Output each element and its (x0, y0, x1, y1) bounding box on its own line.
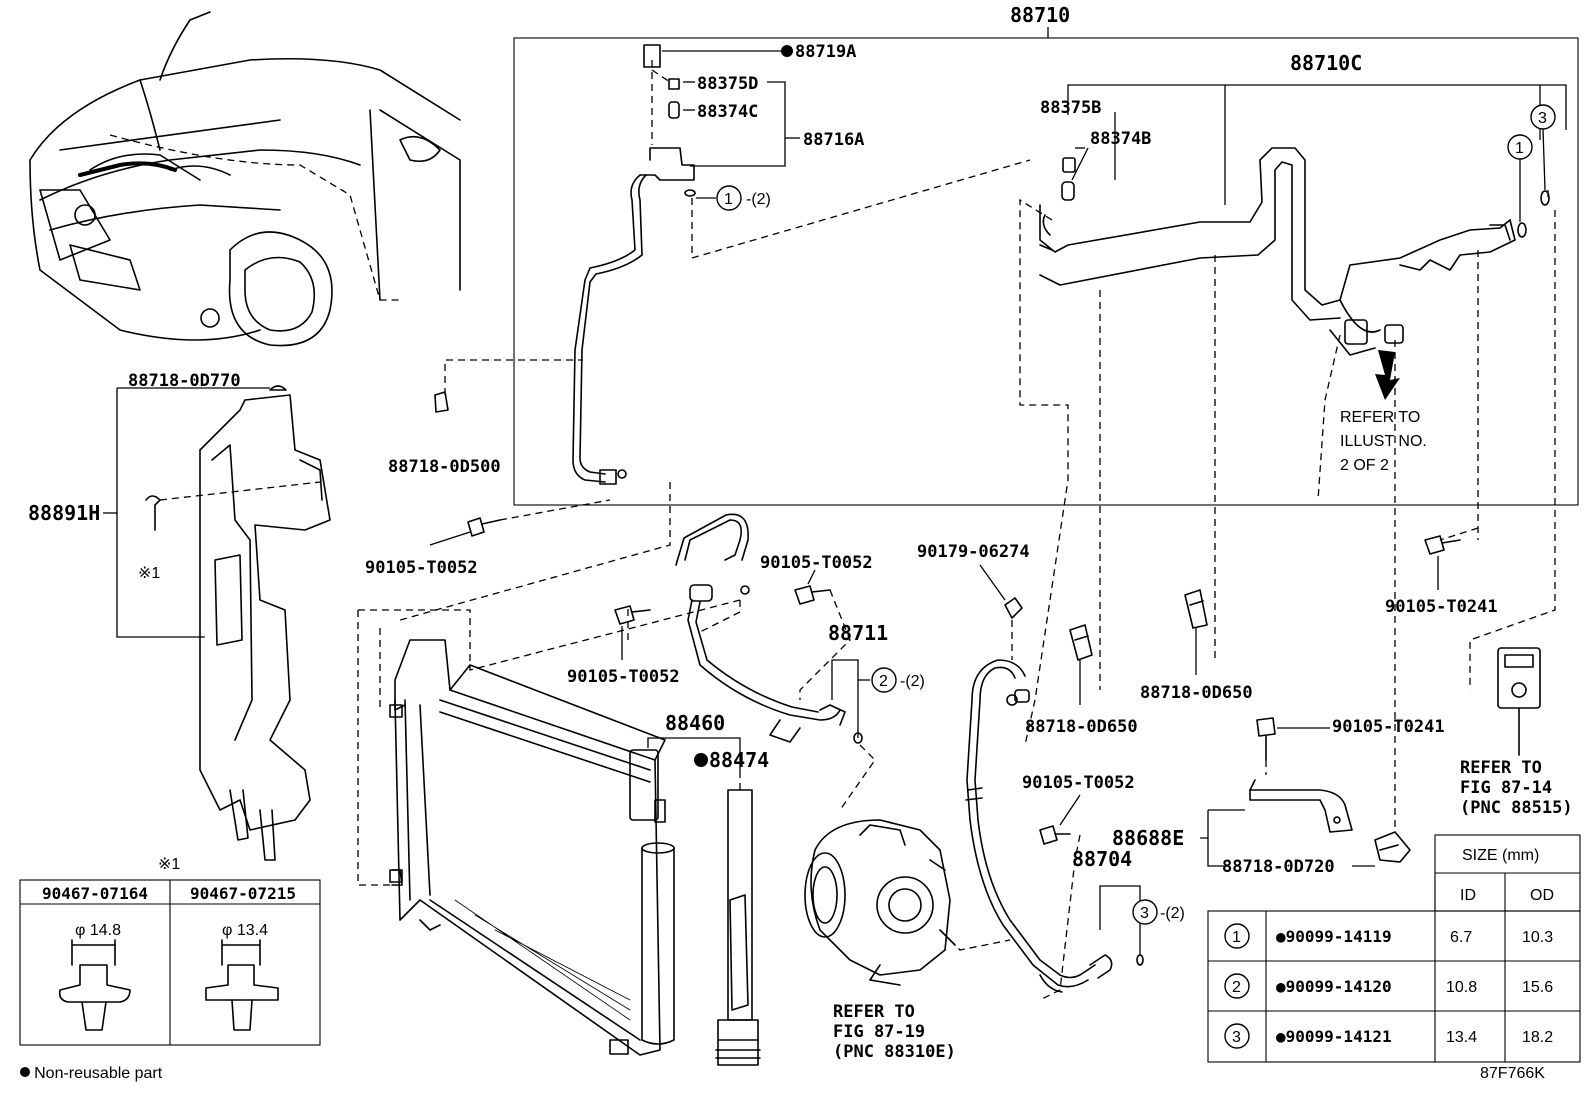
label-88710[interactable]: 88710 (1010, 3, 1070, 27)
label-90105-T0241-a[interactable]: 90105-T0241 (1332, 717, 1445, 737)
label-90105-T0052-c[interactable]: 90105-T0052 (567, 667, 680, 687)
assembly-88710-frame (513, 37, 1579, 506)
clip-90467-07215-icon (205, 939, 279, 1031)
diagram-code: 87F766K (1480, 1065, 1545, 1082)
clip-dim-13-4: φ 13.4 (222, 922, 268, 939)
label-90179-06274[interactable]: 90179-06274 (917, 542, 1030, 562)
label-88374C[interactable]: 88374C (697, 102, 758, 122)
label-88718-0D770[interactable]: 88718-0D770 (128, 371, 241, 391)
clip-dim-14-8: φ 14.8 (75, 922, 121, 939)
ring-3-qty: -(2) (1160, 905, 1185, 922)
label-90105-T0052-a[interactable]: 90105-T0052 (365, 558, 478, 578)
size-table-title: SIZE (mm) (1462, 847, 1539, 864)
label-88711[interactable]: 88711 (828, 621, 888, 645)
ring-3-marker: 3 (1140, 905, 1149, 922)
vehicle-front-illustration (29, 11, 461, 347)
refer-illust-line3: 2 OF 2 (1340, 457, 1389, 474)
label-88718-0D500[interactable]: 88718-0D500 (388, 457, 501, 477)
size-row-1-id: 6.7 (1450, 929, 1472, 946)
size-row-2-od: 15.6 (1522, 979, 1553, 996)
label-88718-0D720[interactable]: 88718-0D720 (1222, 857, 1335, 877)
label-90105-T0052-d[interactable]: 90105-T0052 (1022, 773, 1135, 793)
clip-part-90467-07164[interactable]: 90467-07164 (42, 884, 148, 903)
label-88891H[interactable]: 88891H (28, 501, 100, 525)
refer-illust-line2: ILLUST NO. (1340, 433, 1427, 450)
clip-88718-0d720[interactable] (1374, 831, 1411, 863)
drier-88474[interactable] (715, 789, 761, 1066)
refer-fig-8714-line1: REFER TO (1460, 758, 1542, 778)
refer-fig-8714-line2: FIG 87-14 (1460, 778, 1552, 798)
refer-illust-line1: REFER TO (1340, 409, 1420, 426)
clip-part-90467-07215[interactable]: 90467-07215 (190, 884, 296, 903)
bolt-90105-t0241-b[interactable] (1424, 535, 1461, 555)
size-row-1-part[interactable]: ●90099-14119 (1276, 927, 1392, 946)
size-table-col-od: OD (1530, 887, 1554, 904)
label-88474[interactable]: 88474 (709, 748, 769, 772)
size-row-3-id: 13.4 (1446, 1029, 1477, 1046)
air-duct-88891h[interactable] (199, 394, 331, 861)
suction-pipe-88716a[interactable] (572, 44, 696, 485)
bolt-90105-t0052-a[interactable] (467, 517, 501, 537)
label-88718-0D650-b[interactable]: 88718-0D650 (1140, 683, 1253, 703)
label-88716A[interactable]: 88716A (803, 130, 864, 150)
nut-90179-06274[interactable] (1004, 597, 1023, 619)
label-88718-0D650-a[interactable]: 88718-0D650 (1025, 717, 1138, 737)
ring-1-marker: 1 (724, 191, 733, 208)
clip-88718-0d650-a[interactable] (1069, 624, 1093, 661)
label-88704[interactable]: 88704 (1072, 847, 1132, 871)
size-row-3-part[interactable]: ●90099-14121 (1276, 1027, 1392, 1046)
suction-hose-88704[interactable] (965, 659, 1144, 993)
legend-non-reusable: ● Non-reusable part (20, 1065, 163, 1082)
clip-mark-1: ※1 (138, 565, 160, 582)
label-88374B[interactable]: 88374B (1090, 129, 1151, 149)
size-row-2-id: 10.8 (1446, 979, 1477, 996)
size-row-1-num: 1 (1232, 929, 1241, 946)
label-88710C[interactable]: 88710C (1290, 51, 1362, 75)
label-88375D[interactable]: 88375D (697, 74, 758, 94)
clip-88718-0d650-b[interactable] (1184, 589, 1208, 629)
bolt-90105-t0052-b[interactable] (794, 585, 831, 605)
size-row-3-od: 18.2 (1522, 1029, 1553, 1046)
clip-90467-07164-icon (58, 939, 131, 1031)
clip-table-mark: ※1 (158, 856, 180, 873)
label-88688E[interactable]: 88688E (1112, 826, 1184, 850)
discharge-hose-88710c[interactable] (1039, 147, 1550, 356)
label-90105-T0241-b[interactable]: 90105-T0241 (1385, 597, 1498, 617)
label-88460[interactable]: 88460 (665, 711, 725, 735)
bracket-88688e[interactable] (1249, 779, 1353, 833)
refer-fig-8719-line2: FIG 87-19 (833, 1022, 925, 1042)
size-row-1-od: 10.3 (1522, 929, 1553, 946)
compressor-illustration (804, 819, 956, 986)
bolt-90105-t0052-d[interactable] (1039, 825, 1071, 845)
size-row-2-part[interactable]: ●90099-14120 (1276, 977, 1392, 996)
bolt-90105-t0241-a[interactable] (1256, 717, 1276, 761)
refer-fig-8719-line1: REFER TO (833, 1002, 915, 1022)
refer-fig-8714-line3: (PNC 88515) (1460, 798, 1573, 818)
label-88375B[interactable]: 88375B (1040, 98, 1101, 118)
refer-fig-8719-line3: (PNC 88310E) (833, 1042, 956, 1062)
size-row-2-num: 2 (1232, 979, 1241, 996)
size-row-3-num: 3 (1232, 1029, 1241, 1046)
liquid-pipe-88711[interactable] (675, 513, 863, 744)
o-ring-size-table: SIZE (mm) ID OD 1 ●90099-14119 6.7 10.3 … (1207, 834, 1581, 1063)
ring-3-marker-top: 3 (1538, 110, 1547, 127)
expansion-valve-illustration (1497, 647, 1541, 756)
bolt-90105-t0052-c[interactable] (614, 605, 651, 625)
ring-1-marker-top: 1 (1515, 140, 1524, 157)
ring-2-qty: -(2) (900, 673, 925, 690)
ring-2-marker: 2 (879, 673, 888, 690)
condenser-88460[interactable] (389, 639, 675, 1056)
label-88719A[interactable]: 88719A (795, 42, 856, 62)
size-table-col-id: ID (1460, 887, 1476, 904)
clip-88718-0d500[interactable] (434, 391, 449, 413)
ring-1-qty: -(2) (746, 191, 771, 208)
label-90105-T0052-b[interactable]: 90105-T0052 (760, 553, 873, 573)
